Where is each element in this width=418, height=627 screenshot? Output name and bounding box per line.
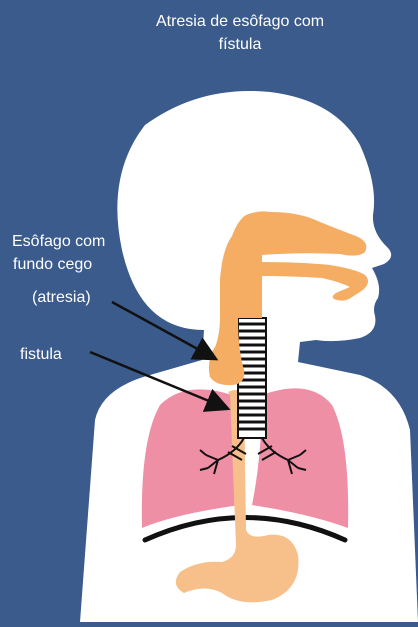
title-line-1: Atresia de esôfago com	[120, 10, 360, 33]
label-atresia: (atresia)	[32, 286, 91, 309]
label-esophagus-line-1: Esôfago com	[12, 230, 105, 253]
label-esophagus-line-2: fundo cego	[13, 253, 92, 276]
label-fistula: fistula	[20, 343, 62, 366]
title-line-2: fístula	[120, 33, 360, 56]
diagram-title: Atresia de esôfago com fístula	[120, 10, 360, 56]
